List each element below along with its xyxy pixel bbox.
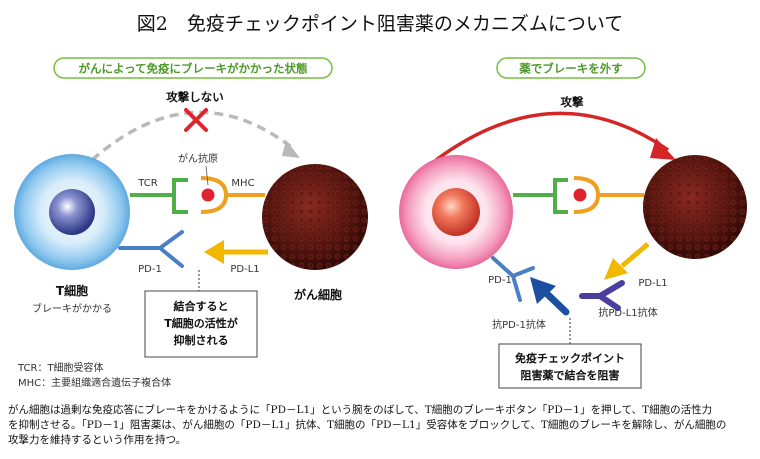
callout-left-line-3: 抑制される — [174, 333, 229, 347]
pd1-label-left: PD-1 — [138, 264, 162, 275]
callout-left-line-2: T細胞の活性が — [164, 316, 238, 330]
tcr-label-left: TCR — [137, 178, 158, 189]
antigen-right — [573, 188, 587, 202]
attack-arrowhead — [650, 138, 676, 160]
pd1-receptor-right — [491, 256, 535, 302]
anti-pd1-label: 抗PD-1抗体 — [492, 318, 546, 331]
antigen-pointer-left — [205, 165, 209, 186]
callout-box-right — [498, 343, 642, 389]
anti-pd1-antibody — [530, 277, 570, 316]
right-panel-header: 薬でブレーキを外す — [518, 62, 623, 76]
no-attack-arrowhead — [282, 140, 300, 158]
t-cell-left-nucleus — [49, 189, 95, 235]
anti-pdl1-antibody — [579, 280, 625, 311]
antigen-left — [201, 188, 215, 202]
cancer-cell-right-texture — [643, 155, 747, 259]
cancer-cell-left-texture — [262, 164, 368, 270]
mhc-label-left: MHC — [231, 178, 254, 189]
attack-arc — [434, 111, 669, 162]
pd1-label-right: PD-1 — [488, 275, 512, 286]
caption-line-2: を抑制させる。「PD－1」阻害薬は、がん細胞の「PD－L1」抗体、T細胞の「PD… — [8, 419, 727, 431]
legend-mhc: MHC：主要組織適合遺伝子複合体 — [18, 376, 171, 389]
pd1-receptor-left — [118, 230, 184, 268]
right-panel-header-pill — [496, 57, 646, 79]
t-cell-sublabel: ブレーキがかかる — [32, 302, 112, 315]
caption-line-3: 攻撃力を維持するという作用を持つ。 — [8, 434, 187, 446]
left-panel-header-pill — [53, 57, 333, 79]
t-cell-label: T細胞 — [56, 283, 88, 298]
pdl1-label-left: PD-L1 — [230, 264, 259, 275]
pdl1-arm-right — [620, 242, 650, 268]
anti-pdl1-label: 抗PD-L1抗体 — [598, 306, 657, 319]
callout-right-line-1: 免疫チェックポイント — [515, 351, 625, 365]
cancer-cell-label-left: がん細胞 — [294, 287, 342, 302]
callout-box-left — [144, 290, 258, 358]
red-x-icon — [184, 108, 208, 132]
pdl1-label-right: PD-L1 — [638, 278, 667, 289]
no-attack-arc — [90, 110, 297, 162]
caption-line-1: がん細胞は過剰な免疫応答にブレーキをかけるように「PD－L1」という腕をのばして… — [8, 404, 713, 416]
no-attack-label: 攻撃しない — [166, 90, 224, 104]
pdl1-arrowhead-left — [204, 240, 224, 264]
left-panel-header: がんによって免疫にブレーキがかかった状態 — [78, 62, 308, 76]
tcr-receptor-left — [130, 178, 188, 214]
figure-caption: がん細胞は過剰な免疫応答にブレーキをかけるように「PD－L1」という腕をのばして… — [8, 403, 756, 448]
callout-left-line-1: 結合すると — [174, 299, 229, 313]
callout-right-line-2: 阻害薬で結合を阻害 — [521, 368, 620, 382]
tcr-receptor-right — [513, 178, 568, 214]
t-cell-right-nucleus — [432, 188, 480, 236]
pdl1-arrowhead-right — [604, 258, 628, 280]
page-title: 図2 免疫チェックポイント阻害薬のメカニズムについて — [137, 13, 624, 35]
attack-label: 攻撃 — [561, 95, 584, 109]
legend-tcr: TCR：T細胞受容体 — [17, 361, 104, 374]
antigen-label-left: がん抗原 — [178, 152, 218, 165]
